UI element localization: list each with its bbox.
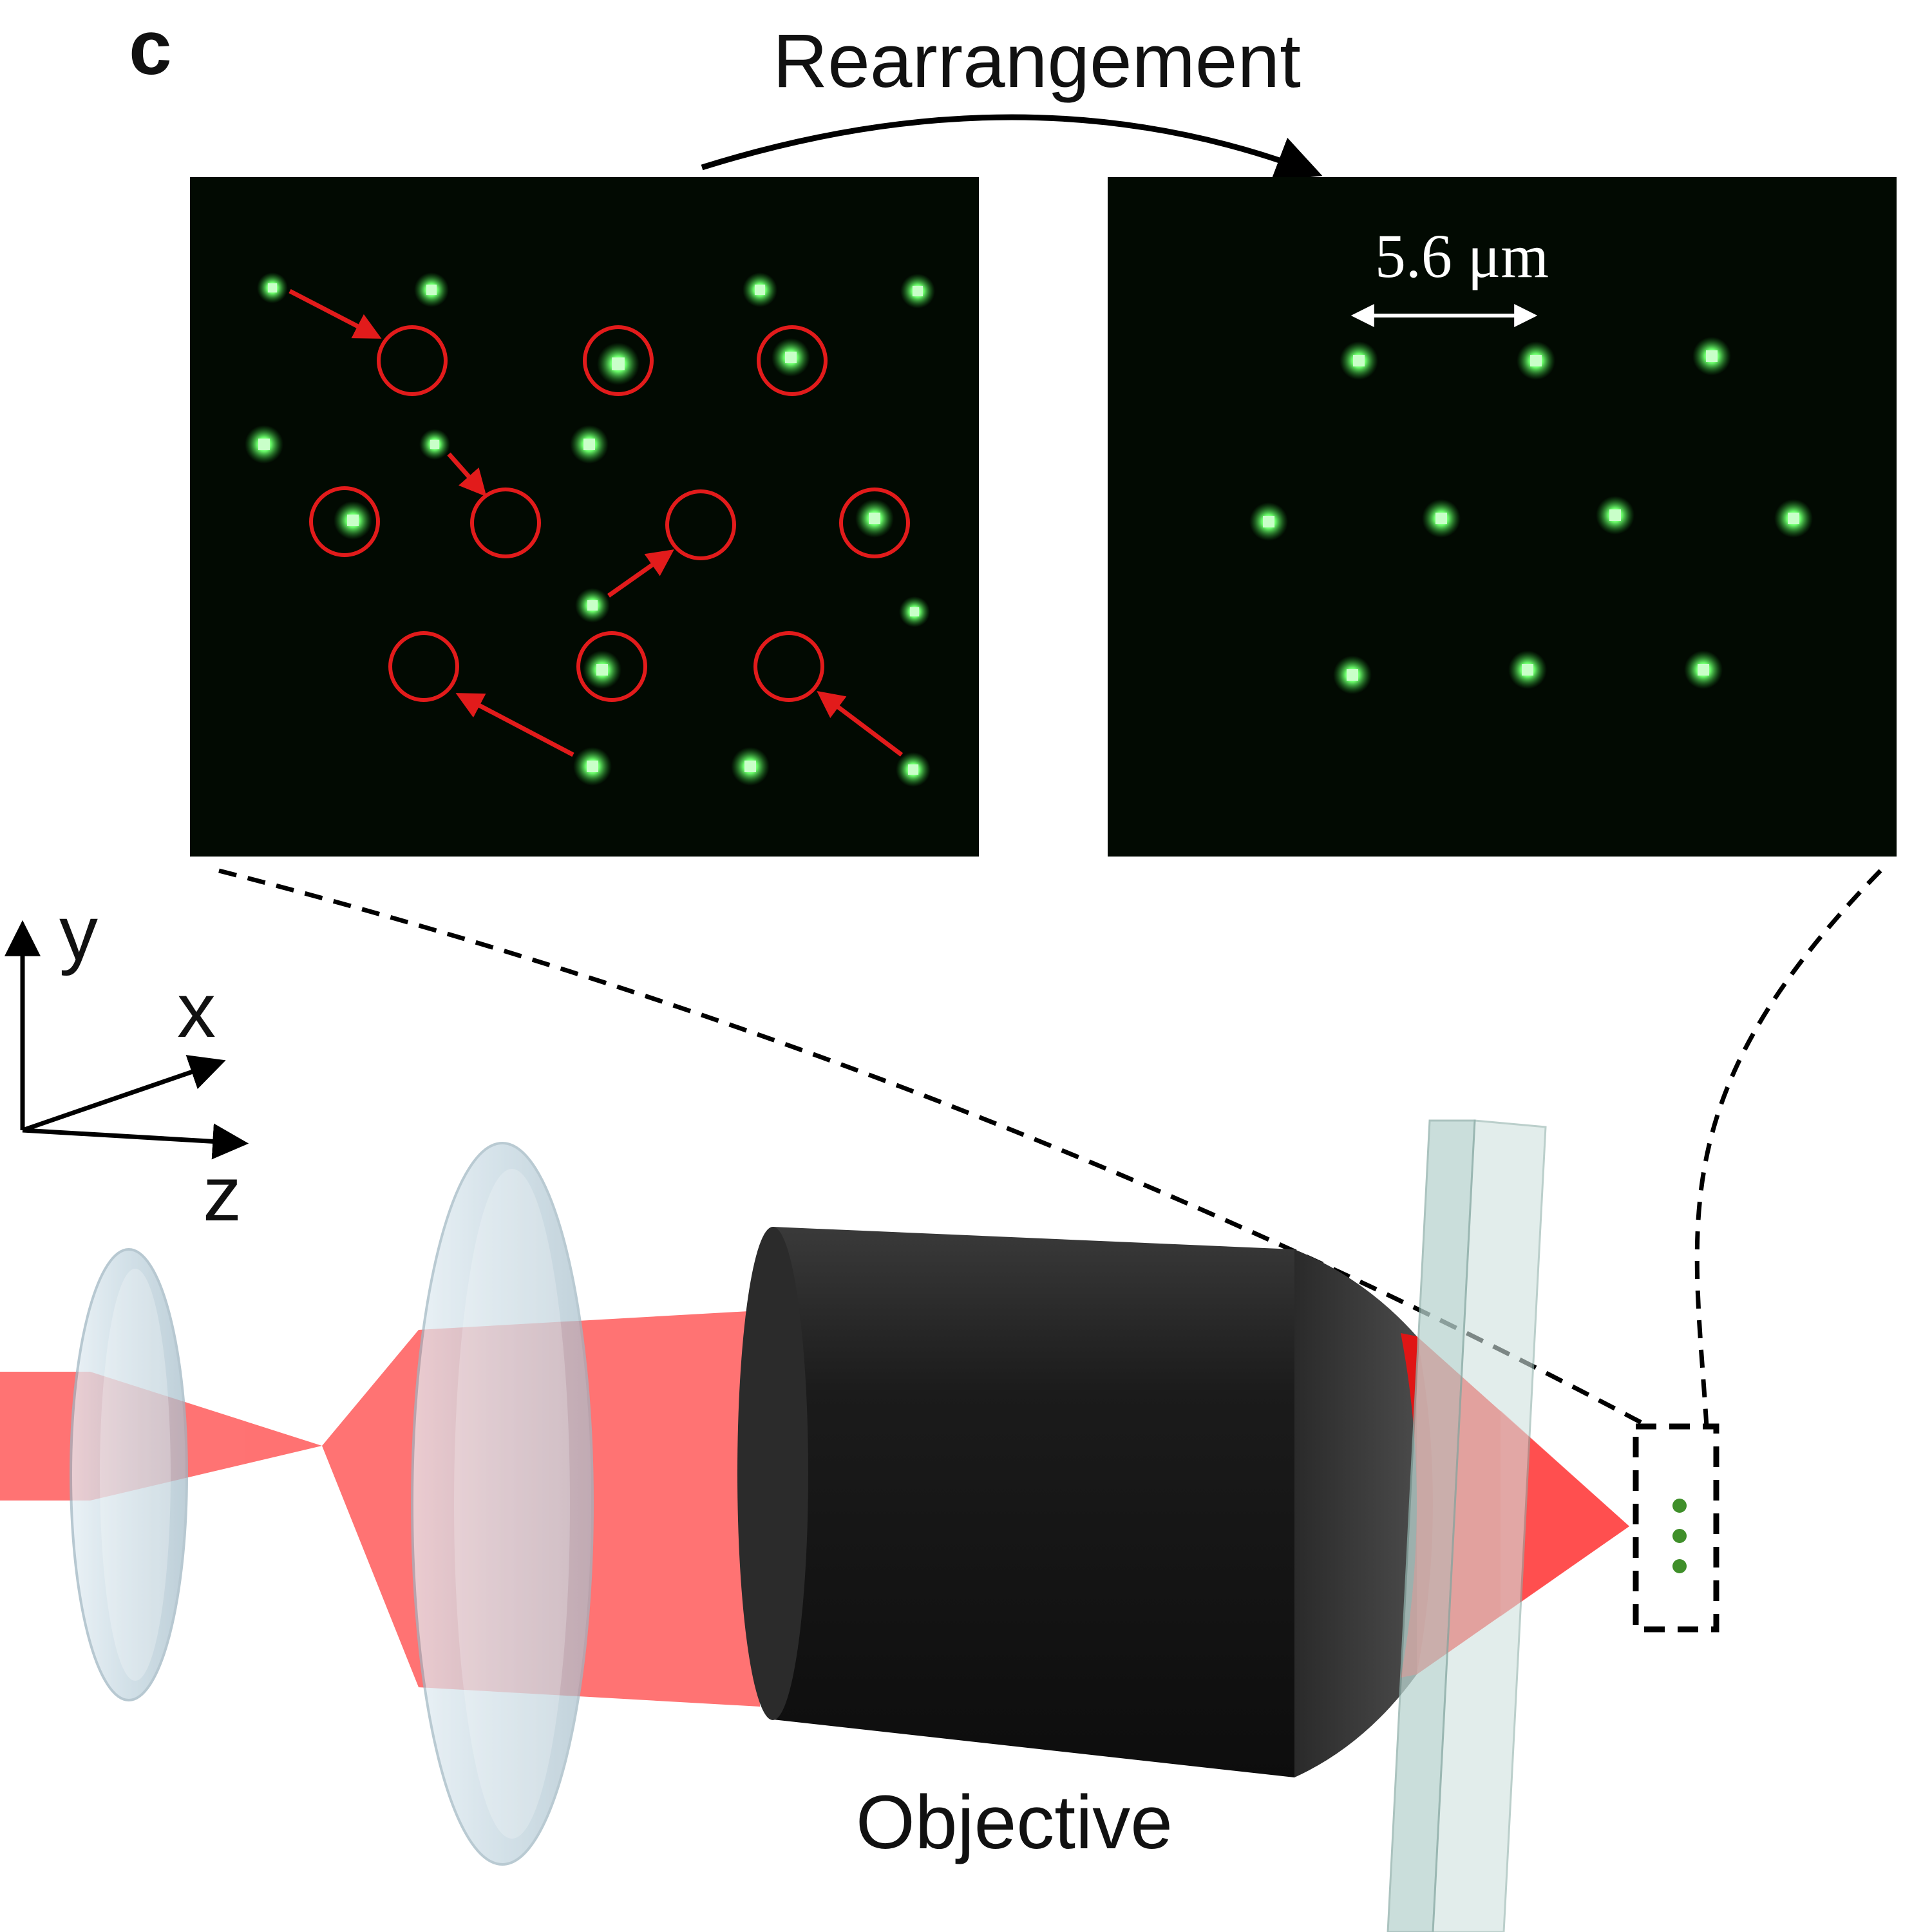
atom-core [785,352,797,363]
site-marker [470,488,541,558]
atom-core [1530,355,1542,366]
site-marker [377,325,448,396]
atom-core [587,600,598,611]
site-marker [757,325,828,396]
glass-window [1387,1119,1547,1932]
atom-core [1347,669,1358,681]
atom-core [1353,355,1365,366]
atom-core [869,513,880,524]
atom-core [744,761,756,772]
site-marker [839,488,910,558]
rearrangement-arrow [701,114,1323,182]
atom-core [347,515,359,526]
atom-core [596,664,608,676]
move-arrow [455,693,574,757]
zoom-line-right [1694,869,1882,1427]
atom-core [754,284,766,296]
atom-core [1706,350,1718,362]
zoom-box [1633,1423,1719,1633]
atom-core [1522,664,1533,676]
atom-core [1263,516,1274,527]
atom-core [426,284,437,296]
atom-core [1609,509,1621,521]
move-arrow [447,452,487,497]
move-arrow [817,690,904,757]
atom-core [587,761,598,772]
atom-core [1435,513,1447,524]
site-marker [753,631,824,702]
axis-z-label: z [203,1151,242,1237]
small-lens [70,1248,188,1701]
atom-core [612,357,625,370]
rearrangement-label: Rearrangement [773,19,1301,104]
site-marker [388,631,459,702]
site-marker [576,631,647,702]
coordinate-axes: y x z [4,890,249,1237]
move-arrow [289,289,382,339]
panel-label: c [129,5,172,91]
site-marker [583,325,654,396]
objective [737,1227,1433,1777]
move-arrows [289,289,904,757]
empty-site-markers [309,325,910,702]
site-marker [309,486,380,557]
axis-x-label: x [177,967,216,1054]
site-marker [665,489,736,560]
atom-core [583,439,595,450]
atom-core [1698,664,1709,676]
atom-core [909,607,920,617]
atom-core [430,439,440,450]
axis-y-label: y [59,890,98,976]
left-atoms [245,272,935,787]
scale-bar-label: 5.6 μm [1375,222,1549,290]
trapped-atoms [1672,1499,1687,1573]
after-image-panel: 5.6 μm [1108,177,1897,857]
before-image-panel [190,177,979,857]
atom-core [912,285,923,297]
atom-core [258,439,270,450]
right-atoms [1249,337,1813,694]
objective-label: Objective [856,1780,1173,1865]
atom-core [1788,513,1799,524]
move-arrow [607,549,674,598]
atom-core [267,283,278,293]
large-lens [411,1142,594,1866]
atom-core [907,764,919,775]
